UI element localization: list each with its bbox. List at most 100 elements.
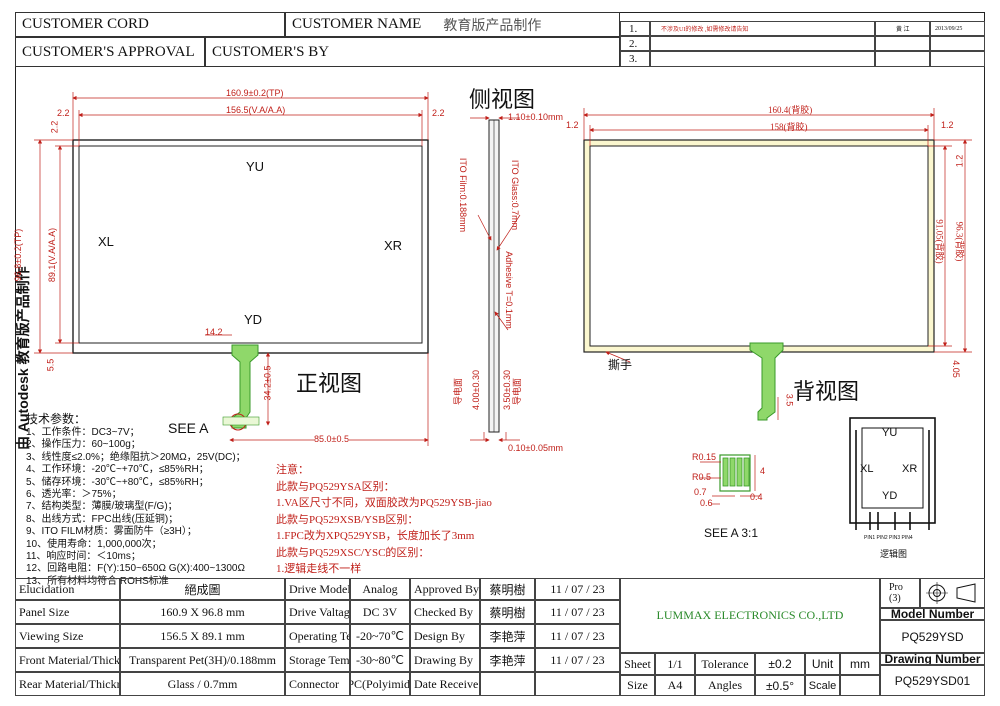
front-va-outline (78, 145, 423, 344)
pro-label: Pro (889, 582, 903, 593)
back-dim-12r: 1.2 (941, 120, 954, 130)
customer-name-label: CUSTOMER NAME 教育版产品制作 (285, 12, 620, 37)
rev-date-1: 2013/09/25 (930, 21, 985, 36)
front-dim-22-top: 2.2 (49, 120, 60, 134)
tolerance-label: Tolerance (695, 653, 755, 675)
tb-row-value2: DC 3V (350, 600, 410, 624)
unit-value: mm (840, 653, 880, 675)
customer-by-label: CUSTOMER'S BY (205, 37, 620, 67)
front-view-title: 正视图 (296, 371, 363, 396)
tb-row-date: 11 / 07 / 23 (535, 624, 620, 648)
back-view-title: 背视图 (793, 379, 860, 404)
front-label-xr: XR (384, 238, 403, 253)
customer-name-value: 教育版产品制作 (443, 18, 542, 34)
model-number-label: Model Number (880, 608, 985, 620)
side-ito-film: ITO Film:0.188mm (458, 157, 469, 233)
logic-diagram (849, 417, 936, 530)
drawing-number-label: Drawing Number (880, 653, 985, 665)
front-dim-22-right: 2.2 (432, 108, 445, 118)
tb-row-label: Front Material/Thickness (15, 648, 120, 672)
rev-desc-1: 不涉及UI的修改 ,如需修改请告知 (650, 21, 875, 36)
angles-label: Angles (695, 675, 755, 696)
tb-row-date (535, 672, 620, 696)
logic-inner (861, 427, 924, 509)
scale-value (840, 675, 880, 696)
tb-row-label2: Drive Valtage (285, 600, 350, 624)
front-dim-fpc: 34.2±0.5 (262, 365, 273, 401)
spec-item: 3、线性度≤2.0%；绝缘阻抗＞20MΩ，25V(DC)； (26, 451, 246, 463)
spec-item: 1、工作条件：DC3~7V； (26, 427, 140, 438)
back-dim-12l: 1.2 (566, 120, 579, 130)
tb-row-label2: Drive Model (285, 578, 350, 600)
tb-row-label: Viewing Size (15, 624, 120, 648)
front-dim-bottom: 85.0±0.5 (314, 434, 349, 444)
front-dim-height: 96.8±0.2(TP) (13, 228, 24, 282)
side-view (470, 115, 521, 443)
tb-row-label: Rear Material/Thickness (15, 672, 120, 696)
side-bottom: 0.10±0.05mm (508, 443, 563, 453)
back-handle-label: 撕手 (608, 358, 633, 372)
see-a-detail-title: SEE A 3:1 (704, 526, 759, 540)
logic-yu: YU (882, 427, 898, 439)
back-dim-h2: 96.3(背胶) (954, 221, 965, 262)
front-label-xl: XL (98, 234, 114, 249)
tb-row-value: 160.9 X 96.8 mm (120, 600, 285, 624)
pro-num: (3) (889, 593, 901, 604)
side-d1: 4.00±0.30 (470, 370, 481, 410)
tb-row-label3: Date Receive (410, 672, 480, 696)
customer-cord-label: CUSTOMER CORD (15, 12, 285, 37)
drawing-number: PQ529YSD01 (880, 665, 985, 696)
size-value: A4 (655, 675, 695, 696)
rev-by-1: 黄 江 (875, 21, 930, 36)
rev-by-3 (875, 51, 930, 67)
spec-item: 8、出线方式：FPC出线(压延铜)； (26, 513, 179, 525)
unit-label: Unit (805, 653, 840, 675)
see-a-detail (700, 454, 760, 505)
rev-desc-3 (650, 51, 875, 67)
front-label-yd: YD (244, 312, 263, 327)
see-a-r05: R0.5 (692, 472, 712, 482)
side-thick: 1.10±0.10mm (508, 112, 563, 122)
back-dim-12t: 1.2 (954, 154, 965, 168)
front-dim-142: 14.2 (205, 327, 223, 337)
note-item: 1.FPC改为XPQ529YSB，长度加长了3mm (276, 530, 475, 542)
back-dim-top: 160.4(背胶) (768, 105, 813, 115)
side-view-title: 侧视图 (469, 87, 536, 112)
front-fpc-tail (231, 344, 259, 429)
front-dim-va-h: 89.1(V.A/A.A) (47, 227, 58, 283)
front-dim-top: 160.9±0.2(TP) (226, 88, 284, 98)
logic-yd: YD (882, 490, 898, 502)
rev-no-3: 3. (620, 51, 650, 67)
rev-no-1: 1. (620, 21, 650, 36)
note-item: 此款与PQ529XSB/YSB区别： (276, 513, 419, 526)
tb-row-label3: Drawing By (410, 648, 480, 672)
logic-xr: XR (902, 463, 918, 475)
tb-row-label3: Approved By (410, 578, 480, 600)
tolerance-value: ±0.2 (755, 653, 805, 675)
tb-row-name: 蔡明樹 (480, 600, 535, 624)
front-label-yu: YU (246, 159, 265, 174)
projection-symbol (920, 578, 985, 608)
note-item: 此款与PQ529YSA区别： (276, 480, 395, 493)
scale-label: Scale (805, 675, 840, 696)
tb-row-value2: -30~80℃ (350, 648, 410, 672)
pro-cell: Pro (3) (880, 578, 920, 608)
customer-name-text: CUSTOMER NAME (292, 16, 422, 32)
tb-row-name: 李艳萍 (480, 648, 535, 672)
back-view (583, 108, 972, 421)
spec-item: 6、透光率：＞75%； (26, 489, 122, 501)
back-dim-h: 91.05(背胶) (934, 219, 945, 264)
model-number: PQ529YSD (880, 620, 985, 653)
company-name: LUMMAX ELECTRONICS CO.,LTD (620, 578, 880, 653)
rev-desc-2 (650, 36, 875, 51)
tb-row-label3: Design By (410, 624, 480, 648)
see-a-label: SEE A (168, 420, 209, 436)
spec-item: 9、ITO FILM材质：雾面防牛（≥3H）； (26, 526, 197, 538)
tb-row-date: 11 / 07 / 23 (535, 648, 620, 672)
notes-block: 注意： 此款与PQ529YSA区别： 1.VA区尺寸不同，双面胶改为PQ529Y… (276, 462, 492, 578)
tb-row-date: 11 / 07 / 23 (535, 600, 620, 624)
front-dim-22-left: 2.2 (57, 108, 70, 118)
angles-value: ±0.5° (755, 675, 805, 696)
rev-date-2 (930, 36, 985, 51)
